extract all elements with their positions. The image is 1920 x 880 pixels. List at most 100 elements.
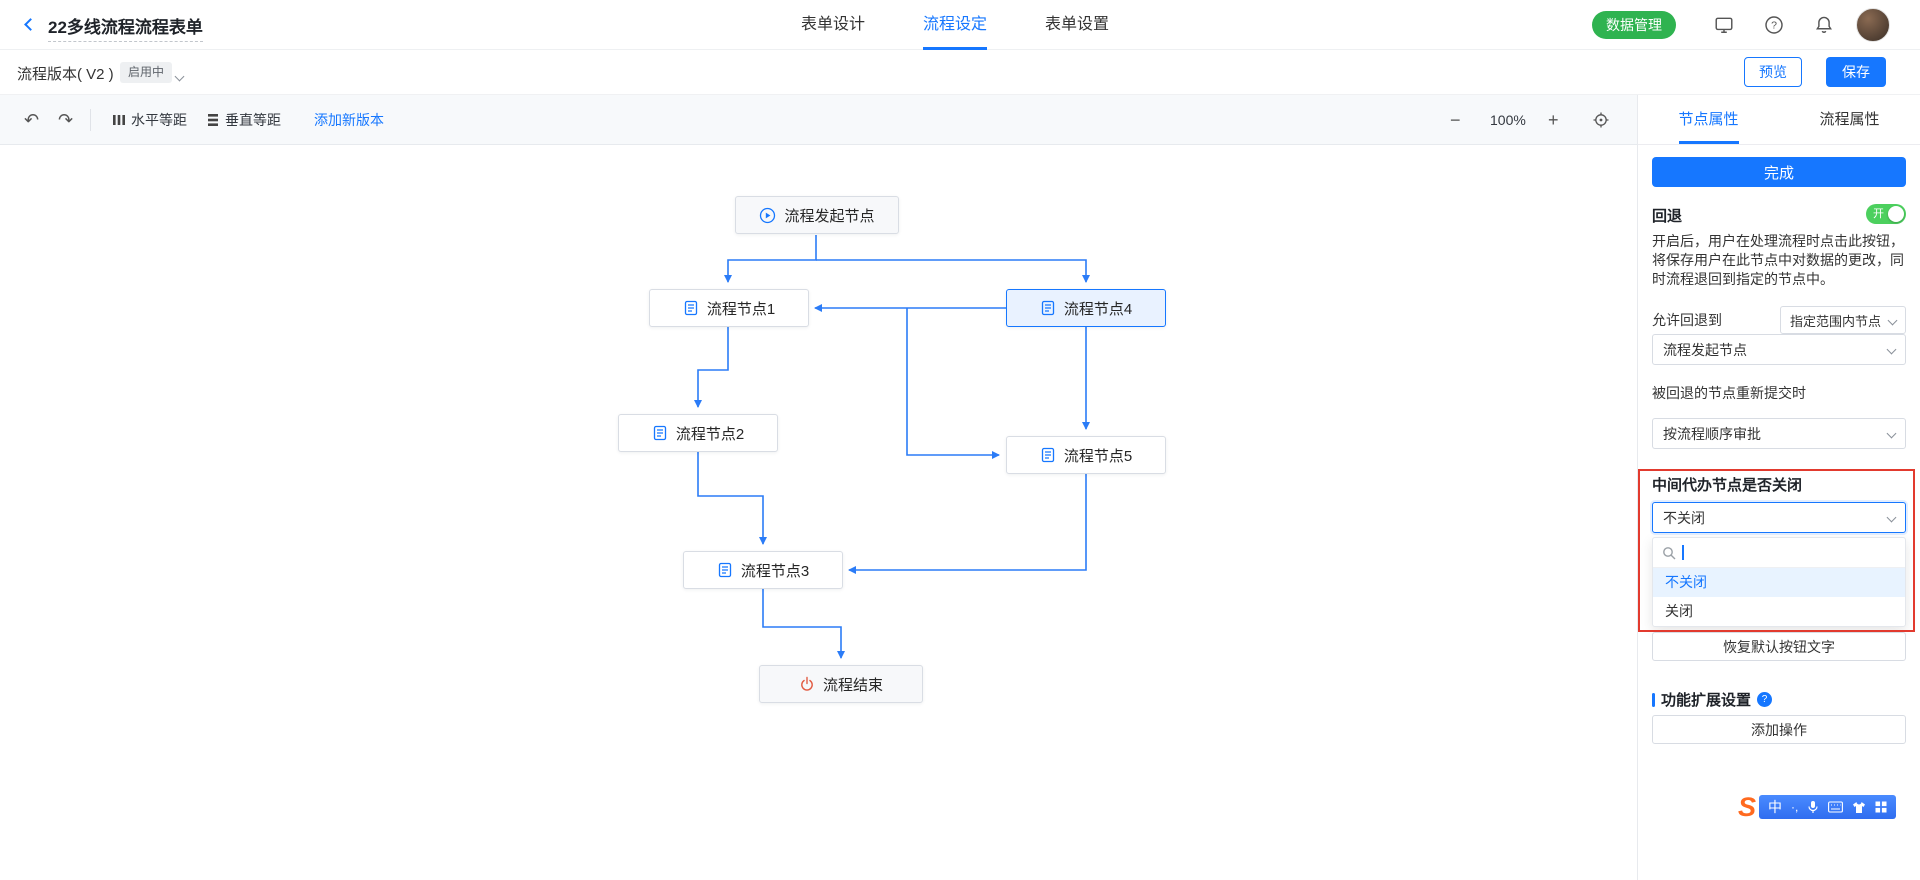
save-button[interactable]: 保存	[1826, 57, 1886, 87]
toggle-knob	[1888, 206, 1904, 222]
page-title: 22多线流程流程表单	[48, 13, 203, 42]
redo-button[interactable]: ↷	[58, 95, 73, 145]
middle-todo-value: 不关闭	[1663, 509, 1705, 526]
add-new-version-button[interactable]: 添加新版本	[314, 112, 384, 128]
play-circle-icon	[759, 207, 776, 224]
header-tabs: 表单设计 流程设定 表单设置	[801, 0, 1109, 50]
header: 22多线流程流程表单 表单设计 流程设定 表单设置 数据管理 ?	[0, 0, 1920, 50]
rollback-range-value: 指定范围内节点	[1789, 313, 1881, 329]
preview-button[interactable]: 预览	[1744, 57, 1802, 87]
chevron-down-icon	[1886, 512, 1897, 523]
rollback-target-select[interactable]: 流程发起节点	[1652, 334, 1906, 365]
add-action-button[interactable]: 添加操作	[1652, 715, 1906, 744]
form-icon	[652, 425, 668, 441]
undo-icon: ↶	[24, 110, 40, 130]
node-label: 流程结束	[822, 676, 883, 694]
resubmit-label: 被回退的节点重新提交时	[1652, 385, 1806, 401]
keyboard-icon[interactable]	[1828, 801, 1844, 813]
node-label: 流程发起节点	[784, 207, 875, 225]
form-icon	[717, 562, 733, 578]
rollback-range-select[interactable]: 指定范围内节点	[1779, 306, 1906, 334]
extension-title: 功能扩展设置	[1661, 692, 1752, 709]
chevron-left-icon	[24, 18, 37, 31]
resubmit-select[interactable]: 按流程顺序审批	[1652, 418, 1906, 449]
properties-panel: 节点属性 流程属性 完成 回退 开 开启后，用户在处理流程时点击此按钮，将保存用…	[1637, 95, 1920, 880]
rollback-title: 回退	[1652, 208, 1683, 225]
svg-text:?: ?	[1771, 20, 1777, 32]
microphone-icon[interactable]	[1807, 800, 1819, 814]
client-icon[interactable]	[1714, 15, 1734, 35]
option-search-input[interactable]	[1653, 538, 1905, 568]
tab-flow-setting[interactable]: 流程设定	[923, 0, 988, 50]
minus-icon: −	[1450, 110, 1461, 130]
allow-rollback-label: 允许回退到	[1652, 312, 1722, 328]
extension-header: 功能扩展设置 ?	[1652, 689, 1773, 710]
ime-toolbar: S 中 ·,	[1738, 792, 1897, 822]
sogou-logo[interactable]: S	[1738, 792, 1757, 822]
form-icon	[683, 300, 699, 316]
tab-node-properties[interactable]: 节点属性	[1638, 95, 1779, 144]
rollback-toggle[interactable]: 开	[1866, 204, 1906, 224]
complete-button[interactable]: 完成	[1652, 157, 1906, 187]
chevron-down-icon	[1887, 315, 1898, 325]
version-bar: 流程版本( V2 ) 启用中 预览 保存	[0, 50, 1920, 95]
grid-menu-icon[interactable]	[1875, 801, 1887, 813]
vertical-spacing-icon	[208, 114, 218, 126]
form-icon	[1040, 447, 1056, 463]
middle-todo-select[interactable]: 不关闭	[1652, 502, 1906, 533]
punctuation-icon[interactable]: ·,	[1791, 800, 1799, 814]
node-label: 流程节点5	[1063, 447, 1133, 465]
ime-bar: 中 ·,	[1759, 795, 1897, 819]
flow-node-1[interactable]: 流程节点1	[649, 289, 809, 327]
tab-flow-properties[interactable]: 流程属性	[1819, 111, 1880, 128]
undo-button[interactable]: ↶	[24, 95, 39, 145]
middle-todo-label: 中间代办节点是否关闭	[1652, 477, 1803, 494]
bell-icon[interactable]	[1814, 15, 1834, 35]
zoom-in-button[interactable]: +	[1548, 95, 1559, 145]
flow-node-3[interactable]: 流程节点3	[683, 551, 843, 589]
text-caret	[1682, 545, 1684, 560]
rollback-description: 开启后，用户在处理流程时点击此按钮，将保存用户在此节点中对数据的更改，同时流程退…	[1652, 233, 1904, 287]
option-close[interactable]: 关闭	[1665, 603, 1693, 619]
help-icon[interactable]: ?	[1764, 15, 1784, 35]
restore-default-button[interactable]: 恢复默认按钮文字	[1652, 632, 1906, 661]
tab-form-setting[interactable]: 表单设置	[1045, 16, 1110, 33]
option-not-close[interactable]: 不关闭	[1653, 568, 1905, 597]
rollback-target-value: 流程发起节点	[1663, 341, 1747, 358]
toolbar-divider	[90, 109, 91, 131]
version-chevron-down-icon[interactable]	[174, 67, 185, 85]
flow-node-5[interactable]: 流程节点5	[1006, 436, 1166, 474]
horizontal-equal-label: 水平等距	[131, 112, 187, 128]
toggle-on-label: 开	[1873, 208, 1884, 220]
flow-node-start[interactable]: 流程发起节点	[735, 196, 899, 234]
zoom-out-button[interactable]: −	[1450, 95, 1461, 145]
middle-todo-dropdown: 不关闭 关闭	[1652, 537, 1906, 627]
version-label: 流程版本( V2 )	[17, 66, 114, 83]
search-icon	[1663, 546, 1676, 559]
node-label: 流程节点3	[740, 562, 810, 580]
panel-tabs: 节点属性 流程属性	[1638, 95, 1920, 145]
back-button[interactable]	[22, 16, 40, 34]
allow-rollback-row: 允许回退到 指定范围内节点	[1652, 305, 1906, 335]
section-marker	[1652, 692, 1655, 707]
form-icon	[1040, 300, 1056, 316]
chevron-down-icon	[1886, 344, 1897, 355]
flow-node-4[interactable]: 流程节点4	[1006, 289, 1166, 327]
vertical-equal-button[interactable]: 垂直等距	[206, 95, 281, 145]
redo-icon: ↷	[58, 110, 74, 130]
horizontal-equal-button[interactable]: 水平等距	[112, 95, 187, 145]
power-icon	[799, 676, 815, 692]
flow-canvas[interactable]: 流程发起节点 流程节点1 流程节点4 流程节点2 流程节点5 流程节点3 流程结…	[0, 145, 1637, 880]
plus-icon: +	[1548, 110, 1559, 130]
data-manage-button[interactable]: 数据管理	[1592, 11, 1676, 39]
question-icon[interactable]: ?	[1757, 692, 1773, 707]
panel-body: 完成 回退 开 开启后，用户在处理流程时点击此按钮，将保存用户在此节点中对数据的…	[1638, 145, 1920, 880]
locate-button[interactable]	[1592, 95, 1610, 145]
ime-mode-toggle[interactable]: 中	[1768, 799, 1783, 815]
chevron-down-icon	[1886, 428, 1897, 439]
skin-icon[interactable]	[1852, 801, 1866, 814]
flow-node-2[interactable]: 流程节点2	[618, 414, 778, 452]
tab-form-design[interactable]: 表单设计	[801, 16, 866, 33]
avatar[interactable]	[1856, 8, 1890, 42]
flow-node-end[interactable]: 流程结束	[759, 665, 923, 703]
